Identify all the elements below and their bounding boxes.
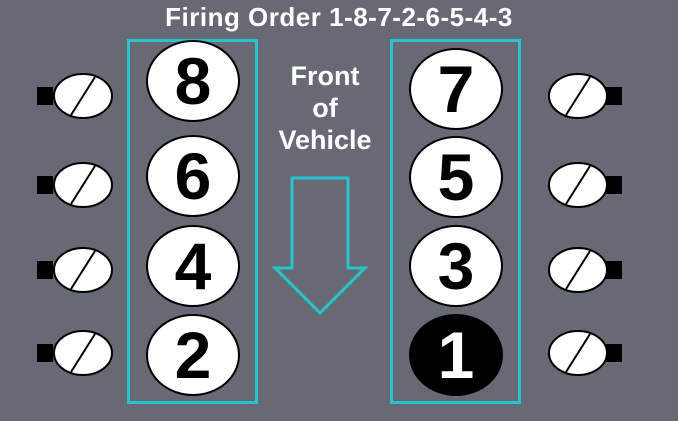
diagram-title: Firing Order 1-8-7-2-6-5-4-3 — [165, 2, 513, 32]
right-cylinder-bank — [390, 39, 521, 404]
spark-plug-icon — [548, 73, 622, 119]
front-label-line-1: Front — [290, 61, 360, 91]
cylinder-2: 2 — [146, 314, 240, 396]
cylinder-7: 7 — [409, 48, 503, 130]
spark-plug-icon — [37, 247, 113, 293]
spark-plug-icon — [548, 330, 622, 376]
spark-plug-icon — [37, 73, 113, 119]
cylinder-4: 4 — [146, 225, 240, 307]
cylinder-6: 6 — [146, 135, 240, 217]
front-label-line-2: of — [312, 93, 338, 123]
front-of-vehicle-label: Front of Vehicle — [258, 60, 392, 156]
spark-plug-icon — [37, 162, 113, 208]
spark-plug-icon — [548, 162, 622, 208]
cylinder-8: 8 — [146, 40, 240, 122]
front-label-line-3: Vehicle — [278, 125, 372, 155]
cylinder-5: 5 — [409, 136, 503, 218]
spark-plug-icon — [37, 330, 113, 376]
down-arrow-icon — [271, 176, 369, 316]
spark-plug-icon — [548, 247, 622, 293]
cylinder-1: 1 — [409, 314, 503, 396]
cylinder-3: 3 — [409, 225, 503, 307]
